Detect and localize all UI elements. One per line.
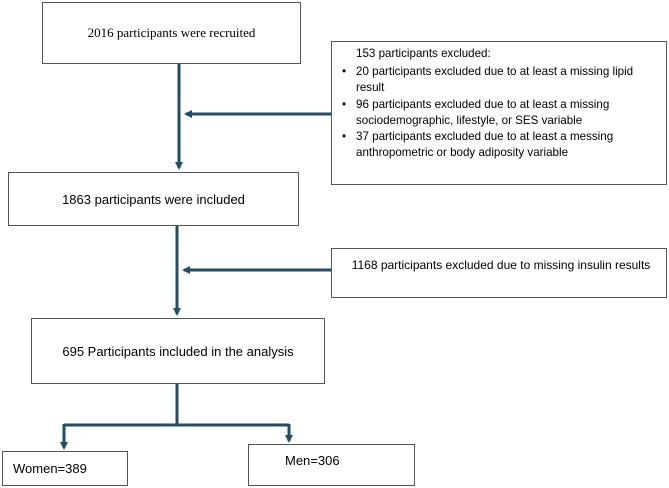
- analysis-box: 695 Participants included in the analysi…: [31, 318, 325, 384]
- analysis-text: 695 Participants included in the analysi…: [62, 343, 294, 359]
- included-box: 1863 participants were included: [8, 172, 299, 226]
- exclusion-1-list: 20 participants excluded due to at least…: [342, 64, 660, 161]
- men-text: Men=306: [285, 453, 340, 468]
- women-box: Women=389: [2, 451, 128, 486]
- exclusion-1-box: 153 participants excluded: 20 participan…: [331, 41, 667, 185]
- recruited-box: 2016 participants were recruited: [42, 2, 301, 64]
- exclusion-1-heading: 153 participants excluded:: [356, 47, 491, 60]
- men-box: Men=306: [248, 444, 415, 486]
- exclusion-1-item-anthropometric: 37 participants excluded due to at least…: [342, 129, 660, 161]
- exclusion-1-item-lipid: 20 participants excluded due to at least…: [342, 64, 660, 96]
- exclusion-1-item-sociodemographic: 96 participants excluded due to at least…: [342, 97, 660, 129]
- included-text: 1863 participants were included: [62, 191, 245, 207]
- exclusion-2-box: 1168 participants excluded due to missin…: [331, 248, 667, 298]
- exclusion-2-text: 1168 participants excluded due to missin…: [351, 258, 651, 272]
- women-text: Women=389: [13, 461, 87, 476]
- recruited-text: 2016 participants were recruited: [87, 25, 256, 40]
